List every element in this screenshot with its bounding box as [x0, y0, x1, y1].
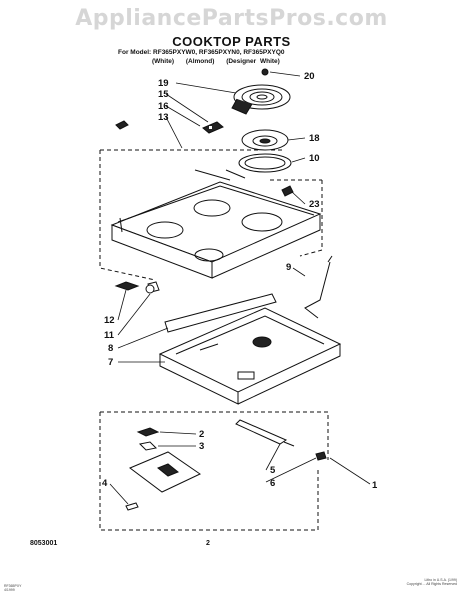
fine-print-left: RF365PXY 4/1999	[4, 584, 22, 592]
fine-print-left-line-1: RF365PXY	[4, 584, 22, 588]
callout-10: 10	[309, 153, 320, 164]
finish-almond: (Almond)	[185, 58, 215, 65]
support-rod	[304, 255, 333, 319]
callout-18: 18	[309, 133, 320, 144]
callout-3: 3	[199, 441, 204, 452]
callout-1: 1	[372, 480, 378, 491]
fine-print-right: Litho in U.S.A. (1/99) Copyright ... All…	[407, 578, 457, 586]
document-number: 8053001	[30, 540, 58, 547]
callout-4: 4	[102, 478, 108, 489]
callout-7: 7	[108, 357, 113, 368]
brackets-12-11	[114, 281, 160, 294]
callout-12: 12	[104, 315, 115, 326]
fine-print-right-line-2: Copyright ... All Rights Reserved	[406, 582, 457, 586]
bracket-5-6	[235, 419, 327, 461]
control-switch	[125, 427, 201, 511]
main-top	[158, 307, 342, 405]
callout-16: 16	[158, 101, 169, 112]
callout-9: 9	[286, 262, 291, 273]
page-title: COOKTOP PARTS	[172, 34, 291, 49]
leader-lines	[109, 71, 371, 505]
trim-ring	[238, 153, 292, 173]
callout-8: 8	[108, 343, 113, 354]
callout-19: 19	[158, 78, 169, 89]
drip-bowl	[241, 129, 289, 151]
callout-23: 23	[309, 199, 320, 210]
finish-designer-white: (Designer White)	[226, 58, 280, 65]
surface-element	[231, 68, 291, 115]
watermark: AppliancePartsPros.com	[75, 6, 388, 31]
callout-20: 20	[304, 71, 315, 82]
callout-6: 6	[270, 478, 275, 489]
callout-5: 5	[270, 465, 276, 476]
callout-15: 15	[158, 89, 169, 100]
callout-numbers: 19 15 16 13 20 18 10 23 9 12 11 8 7 2 3 …	[102, 71, 378, 491]
fine-print-left-line-2: 4/1999	[4, 588, 15, 592]
control-group-outline	[99, 411, 329, 531]
receptacle-parts	[115, 120, 224, 134]
callout-13: 13	[158, 112, 169, 123]
finish-labels: (White) (Almond) (Designer White)	[152, 58, 288, 65]
callout-2: 2	[199, 429, 204, 440]
clip-23	[281, 185, 294, 197]
fine-print-right-line-1: Litho in U.S.A. (1/99)	[424, 578, 458, 582]
cooktop-group-outline	[99, 149, 323, 281]
callout-11: 11	[104, 330, 115, 341]
cooktop	[110, 169, 322, 279]
page-number: 2	[206, 540, 210, 547]
finish-white: (White)	[152, 58, 175, 65]
model-line: For Model: RF365PXYW0, RF365PXYN0, RF365…	[118, 49, 285, 56]
